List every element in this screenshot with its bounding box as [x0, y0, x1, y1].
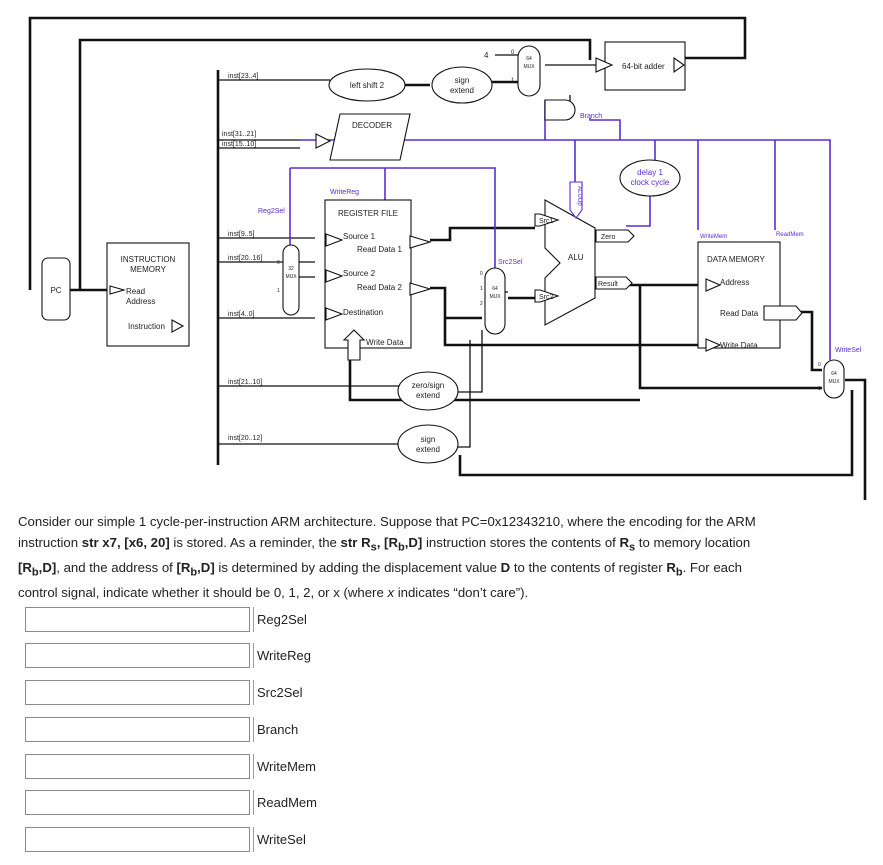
svg-text:inst[15..10]: inst[15..10]: [222, 141, 256, 148]
svg-text:Address: Address: [126, 297, 155, 306]
svg-text:Source 1: Source 1: [343, 232, 376, 241]
svg-text:1: 1: [277, 288, 280, 294]
svg-text:DATA MEMORY: DATA MEMORY: [707, 255, 765, 264]
pc-register: [41, 257, 71, 321]
svg-text:extend: extend: [450, 86, 474, 95]
svg-text:Src2Sel: Src2Sel: [498, 259, 523, 266]
reg2sel-input[interactable]: [25, 607, 250, 632]
svg-text:Source 2: Source 2: [343, 269, 376, 278]
svg-text:MEMORY: MEMORY: [130, 265, 167, 274]
branch-gate: [544, 99, 576, 121]
svg-text:WriteSel: WriteSel: [835, 347, 862, 354]
svg-text:INSTRUCTION: INSTRUCTION: [121, 255, 176, 264]
register-file: [324, 199, 412, 349]
svg-text:extend: extend: [416, 391, 440, 400]
writesel-label: WriteSel: [253, 827, 306, 852]
writemem-label: WriteMem: [253, 754, 316, 779]
readmem-label: ReadMem: [253, 790, 317, 815]
svg-text:Read Data 1: Read Data 1: [357, 245, 402, 254]
svg-text:64: 64: [492, 286, 498, 292]
svg-text:sign: sign: [455, 76, 470, 85]
reg2sel-label: Reg2Sel: [253, 607, 307, 632]
aluop-arrow: [569, 181, 583, 219]
svg-text:Reg2Sel: Reg2Sel: [258, 208, 285, 215]
svg-text:MUX: MUX: [828, 379, 840, 385]
svg-text:sign: sign: [421, 435, 436, 444]
svg-text:delay 1: delay 1: [637, 168, 663, 177]
zero-sign-extend: [397, 371, 459, 411]
svg-text:inst[23..4]: inst[23..4]: [228, 73, 258, 80]
writesel-mux: [823, 359, 845, 399]
svg-text:0: 0: [277, 260, 280, 266]
svg-text:extend: extend: [416, 445, 440, 454]
writesel-input[interactable]: [25, 827, 250, 852]
delay-1-clock-cycle: [619, 159, 681, 197]
reg2sel-mux: [282, 244, 300, 316]
svg-text:Read Data 2: Read Data 2: [357, 283, 402, 292]
svg-text:MUX: MUX: [523, 64, 535, 70]
pc-label: PC: [50, 286, 61, 295]
decoder: [329, 113, 411, 161]
src2sel-label: Src2Sel: [253, 680, 303, 705]
svg-text:inst[31..21]: inst[31..21]: [222, 131, 256, 138]
question-text: Consider our simple 1 cycle-per-instruct…: [18, 514, 756, 600]
writemem-input[interactable]: [25, 754, 250, 779]
src2sel-input[interactable]: [25, 680, 250, 705]
svg-text:zero/sign: zero/sign: [412, 381, 444, 390]
svg-text:MUX: MUX: [489, 294, 501, 300]
svg-text:Result: Result: [598, 281, 618, 288]
svg-text:Read Data: Read Data: [720, 309, 759, 318]
svg-text:ALUOp: ALUOp: [576, 186, 582, 206]
svg-text:WriteMem: WriteMem: [700, 234, 727, 240]
svg-text:Write Data: Write Data: [366, 338, 404, 347]
pc-mux: [517, 45, 541, 97]
readmem-input[interactable]: [25, 790, 250, 815]
svg-text:left shift 2: left shift 2: [350, 81, 385, 90]
svg-text:Branch: Branch: [580, 113, 602, 120]
svg-text:inst[21..10]: inst[21..10]: [228, 379, 262, 386]
svg-text:Src2: Src2: [539, 294, 554, 301]
const-4: 4: [484, 51, 489, 60]
svg-text:MUX: MUX: [285, 274, 297, 280]
svg-text:ALU: ALU: [568, 253, 584, 262]
sign-extend-top: [431, 66, 493, 104]
svg-text:WriteReg: WriteReg: [330, 189, 359, 196]
svg-text:inst[9..5]: inst[9..5]: [228, 231, 255, 238]
svg-text:REGISTER FILE: REGISTER FILE: [338, 209, 398, 218]
svg-text:Instruction: Instruction: [128, 322, 165, 331]
svg-text:64: 64: [526, 56, 532, 62]
svg-text:2: 2: [480, 301, 483, 307]
svg-text:32: 32: [288, 266, 294, 272]
svg-text:inst[20..16]: inst[20..16]: [228, 255, 262, 262]
alu: [544, 199, 596, 326]
src2sel-mux: [484, 267, 506, 335]
svg-text:Read: Read: [126, 287, 145, 296]
writereg-label: WriteReg: [253, 643, 311, 668]
data-memory: [697, 241, 781, 349]
svg-text:0: 0: [818, 362, 821, 368]
svg-text:Src1: Src1: [539, 218, 554, 225]
svg-text:64: 64: [831, 371, 837, 377]
svg-text:1: 1: [480, 286, 483, 292]
svg-text:Destination: Destination: [343, 308, 383, 317]
branch-label: Branch: [253, 717, 298, 742]
svg-text:Address: Address: [720, 278, 749, 287]
svg-text:0: 0: [511, 50, 515, 56]
left-shift-2: [328, 68, 406, 102]
svg-text:DECODER: DECODER: [352, 121, 392, 130]
svg-text:1: 1: [818, 386, 821, 392]
svg-text:0: 0: [480, 271, 483, 277]
svg-text:1: 1: [511, 78, 515, 84]
svg-text:inst[20..12]: inst[20..12]: [228, 435, 262, 442]
sign-extend-bottom: [397, 424, 459, 464]
branch-input[interactable]: [25, 717, 250, 742]
svg-text:inst[4..0]: inst[4..0]: [228, 311, 255, 318]
svg-text:ReadMem: ReadMem: [776, 232, 804, 238]
svg-text:clock cycle: clock cycle: [631, 178, 670, 187]
writereg-input[interactable]: [25, 643, 250, 668]
svg-text:64-bit adder: 64-bit adder: [622, 62, 665, 71]
svg-text:Zero: Zero: [601, 234, 616, 241]
datapath-diagram: PC INSTRUCTION MEMORY Read Address Instr…: [28, 16, 867, 500]
svg-text:Write Data: Write Data: [720, 341, 758, 350]
